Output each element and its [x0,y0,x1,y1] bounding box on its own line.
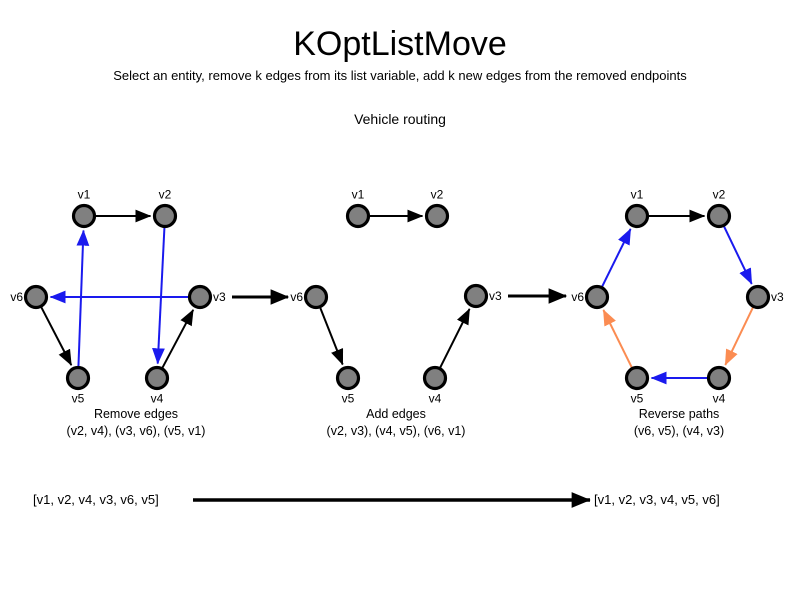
node-circle-v4[interactable] [706,365,732,391]
node-label-v3: v3 [771,290,784,304]
edge-v2-v3 [723,225,753,285]
node-label-v5: v5 [342,392,355,406]
node-label-v1: v1 [631,188,644,202]
node-circle-v2[interactable] [424,203,450,229]
graph-node-v1[interactable]: v1 [71,188,97,229]
flow-layer: [v1, v2, v4, v3, v6, v5] [v1, v2, v3, v4,… [33,492,720,508]
graph-node-v4[interactable]: v4 [422,365,448,406]
node-circle-v5[interactable] [335,365,361,391]
list-before: [v1, v2, v4, v3, v6, v5] [33,492,159,507]
connectors-layer [232,288,568,305]
edge-v2-v4 [152,227,166,365]
node-label-v2: v2 [159,188,172,202]
node-label-v6: v6 [571,290,584,304]
nodes-layer: v1 v2 v3 v4 v5 v6 v1 v2 v3 v4 v5 v6 v1 v2 v3 v4 v5 v6 [10,188,784,406]
edge-v4-v3 [439,308,471,369]
panel-add-caption-detail: (v2, v3), (v4, v5), (v6, v1) [327,424,466,438]
list-after: [v1, v2, v3, v4, v5, v6] [594,492,720,507]
node-circle-v2[interactable] [706,203,732,229]
graph-node-v6[interactable]: v6 [290,284,329,310]
node-label-v4: v4 [713,392,726,406]
graph-node-v1[interactable]: v1 [624,188,650,229]
edge-v6-v5 [319,307,344,366]
edges-layer [40,209,754,385]
edge-v6-v1 [601,228,632,288]
graph-node-v1[interactable]: v1 [345,188,371,229]
node-circle-v6[interactable] [23,284,49,310]
node-circle-v4[interactable] [422,365,448,391]
node-circle-v2[interactable] [152,203,178,229]
graph-node-v2[interactable]: v2 [152,188,178,229]
section-title: Vehicle routing [354,111,446,127]
node-circle-v6[interactable] [584,284,610,310]
node-label-v2: v2 [713,188,726,202]
node-circle-v1[interactable] [71,203,97,229]
captions-layer: Remove edges (v2, v4), (v3, v6), (v5, v1)… [67,407,725,438]
graph-node-v5[interactable]: v5 [65,365,91,406]
node-circle-v1[interactable] [345,203,371,229]
graph-node-v2[interactable]: v2 [424,188,450,229]
graph-node-v4[interactable]: v4 [706,365,732,406]
node-circle-v1[interactable] [624,203,650,229]
node-label-v6: v6 [10,290,23,304]
node-label-v6: v6 [290,290,303,304]
node-label-v3: v3 [489,289,502,303]
panel-reverse-caption-detail: (v6, v5), (v4, v3) [634,424,724,438]
edge-v6-v5 [40,306,73,366]
panel-remove-caption-detail: (v2, v4), (v3, v6), (v5, v1) [67,424,206,438]
graph-node-v3[interactable]: v3 [187,284,227,310]
panel-add-caption-title: Add edges [366,407,426,421]
graph-node-v3[interactable]: v3 [463,283,503,309]
page-title: KOptListMove [293,25,507,63]
node-circle-v3[interactable] [745,284,771,310]
graph-node-v6[interactable]: v6 [10,284,49,310]
graph-node-v2[interactable]: v2 [706,188,732,229]
node-label-v3: v3 [213,290,226,304]
node-circle-v4[interactable] [144,365,170,391]
graph-node-v5[interactable]: v5 [335,365,361,406]
panel-reverse-caption-title: Reverse paths [639,407,720,421]
edge-v3-v4 [724,306,754,366]
graph-node-v4[interactable]: v4 [144,365,170,406]
edge-v5-v1 [76,229,90,367]
node-circle-v3[interactable] [463,283,489,309]
edge-v4-v3 [161,309,195,369]
node-circle-v6[interactable] [303,284,329,310]
node-circle-v3[interactable] [187,284,213,310]
panel-remove-caption-title: Remove edges [94,407,178,421]
graph-node-v3[interactable]: v3 [745,284,785,310]
edge-v5-v6 [602,309,633,369]
node-label-v2: v2 [431,188,444,202]
node-label-v1: v1 [352,188,365,202]
graph-node-v6[interactable]: v6 [571,284,610,310]
node-circle-v5[interactable] [65,365,91,391]
node-label-v5: v5 [72,392,85,406]
node-label-v4: v4 [151,392,164,406]
node-label-v5: v5 [631,392,644,406]
node-label-v4: v4 [429,392,442,406]
graph-node-v5[interactable]: v5 [624,365,650,406]
node-circle-v5[interactable] [624,365,650,391]
page-subtitle: Select an entity, remove k edges from it… [113,68,687,83]
node-label-v1: v1 [78,188,91,202]
